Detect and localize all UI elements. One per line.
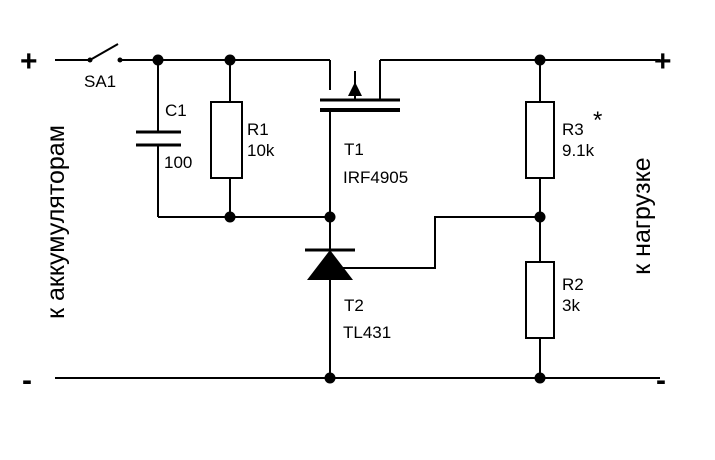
label-r2-value: 3k: [562, 296, 580, 315]
label-left-side: к аккумуляторам: [42, 125, 70, 319]
shunt-regulator-t2: [305, 216, 540, 378]
resistor-r1: [210, 60, 243, 217]
label-r3-value: 9.1k: [562, 141, 595, 160]
junction-dots: [152, 54, 546, 384]
terminal-in-plus: +: [20, 45, 38, 78]
label-r3-mark: *: [593, 107, 602, 134]
label-sa1: SA1: [84, 72, 116, 91]
label-r1-ref: R1: [247, 120, 269, 139]
switch-sa1: [87, 43, 123, 63]
label-r3-ref: R3: [562, 120, 584, 139]
mosfet-t1: [320, 60, 400, 217]
label-r1-value: 10k: [247, 141, 275, 160]
terminal-out-plus: +: [654, 45, 672, 78]
label-t2-value: TL431: [343, 323, 391, 342]
label-c1-ref: C1: [165, 101, 187, 120]
capacitor-c1: [136, 60, 181, 217]
label-r2-ref: R2: [562, 275, 584, 294]
label-t1-value: IRF4905: [343, 168, 408, 187]
label-t1-ref: T1: [344, 140, 364, 159]
label-c1-value: 100: [164, 153, 192, 172]
terminal-in-minus: -: [22, 364, 32, 397]
resistor-r2: [525, 261, 555, 378]
label-right-side: к нагрузке: [628, 157, 656, 274]
terminal-out-minus: -: [656, 364, 666, 397]
resistor-r3: [525, 60, 555, 262]
label-t2-ref: T2: [344, 296, 364, 315]
